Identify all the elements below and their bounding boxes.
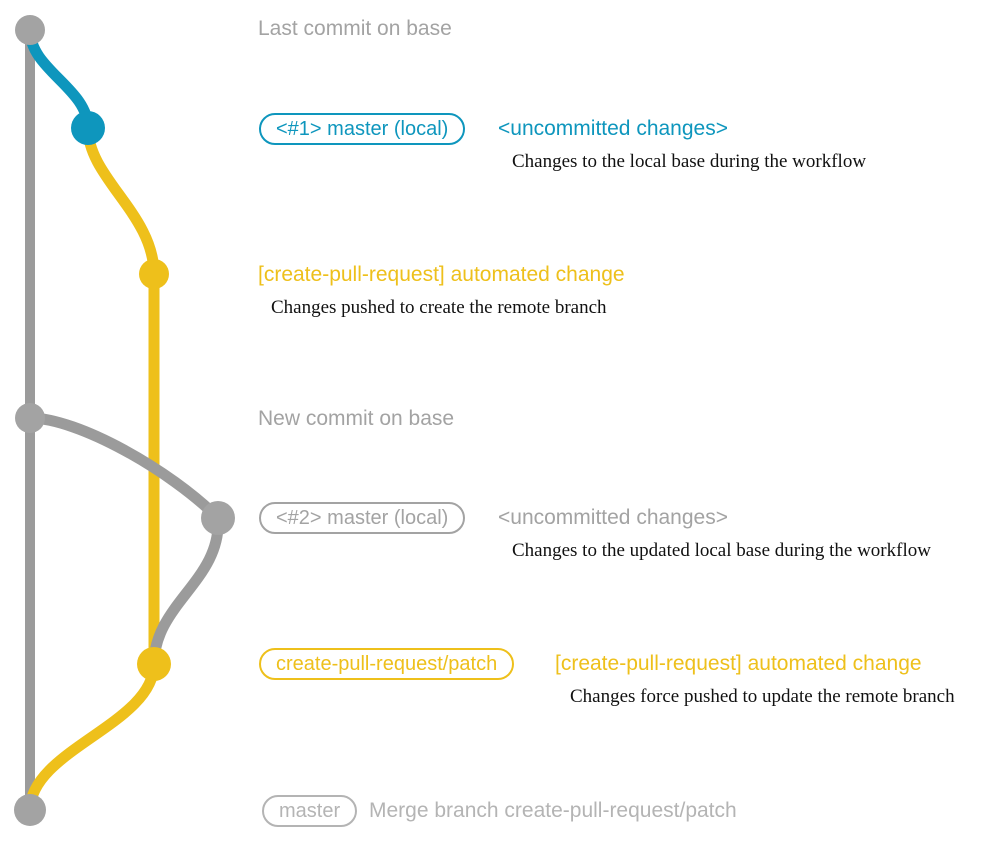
commit-node-new-commit-on-base[interactable] [15, 403, 45, 433]
commit-subject-automated-change-1: [create-pull-request] automated change [258, 263, 625, 286]
grey-rebase-line-out [24, 412, 224, 524]
commit-subject-merge-commit: Merge branch create-pull-request/patch [369, 799, 737, 822]
branch-tag-local-master-1[interactable]: <#1> master (local) [259, 113, 466, 145]
commit-subject-local-master-2: <uncommitted changes> [498, 506, 728, 529]
grey-rebase-line-in [148, 512, 224, 670]
commit-subject-new-commit-on-base: New commit on base [258, 407, 455, 430]
commit-node-merge-commit[interactable] [14, 794, 46, 826]
branch-tag-create-pull-request-patch[interactable]: create-pull-request/patch [259, 648, 515, 680]
commit-node-automated-change-2[interactable] [137, 647, 171, 681]
commit-node-local-master-2[interactable] [201, 501, 235, 535]
commit-note-automated-change-2: Changes force pushed to update the remot… [570, 686, 955, 707]
branch-tag-master[interactable]: master [262, 795, 358, 827]
commit-subject-local-master-1: <uncommitted changes> [498, 117, 728, 140]
commit-subject-automated-change-2: [create-pull-request] automated change [555, 652, 922, 675]
commit-note-local-master-2: Changes to the updated local base during… [512, 540, 931, 561]
commit-node-last-commit-on-base[interactable] [15, 15, 45, 45]
commit-node-local-master-1[interactable] [71, 111, 105, 145]
commit-subject-last-commit-on-base: Last commit on base [258, 17, 452, 40]
commit-note-local-master-1: Changes to the local base during the wor… [512, 151, 867, 172]
yellow-branch-line-upper [82, 122, 160, 280]
yellow-merge-line [24, 658, 160, 816]
commit-node-automated-change-1[interactable] [139, 259, 169, 289]
branch-graph [14, 15, 235, 826]
commit-note-automated-change-1: Changes pushed to create the remote bran… [271, 297, 607, 318]
branch-tag-local-master-2[interactable]: <#2> master (local) [259, 502, 466, 534]
